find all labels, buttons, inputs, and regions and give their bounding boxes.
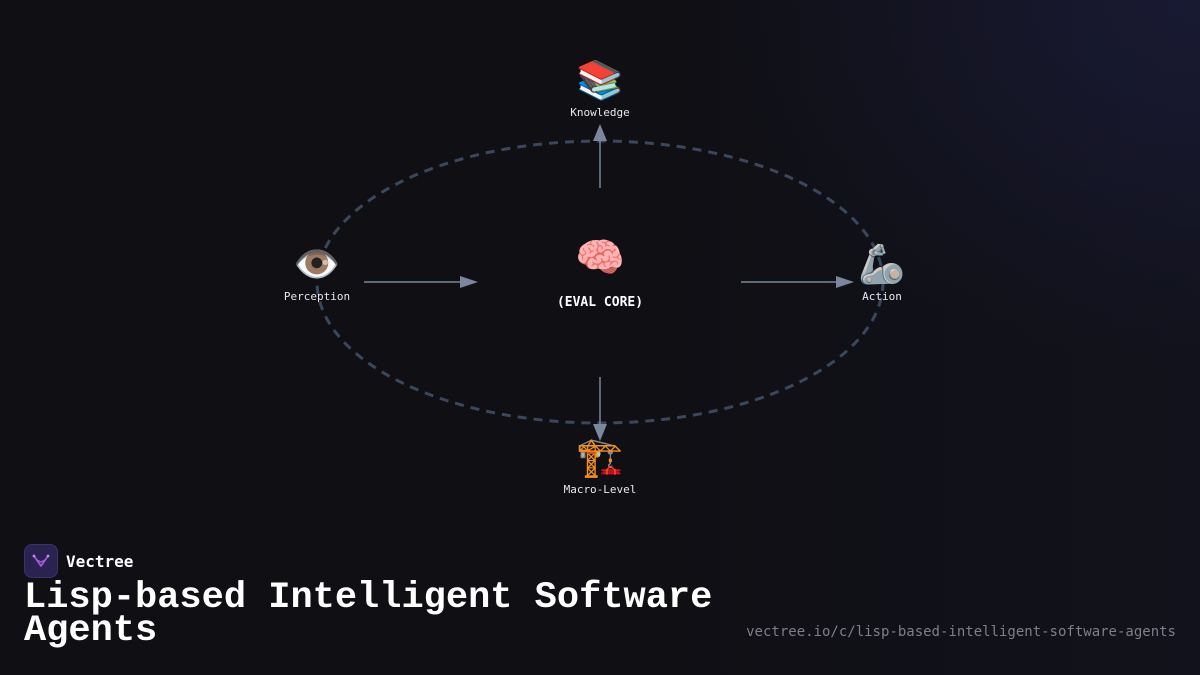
node-macro-level: 🏗️ Macro-Level xyxy=(564,435,637,496)
node-knowledge-label: Knowledge xyxy=(570,106,630,119)
node-perception: 👁️ Perception xyxy=(284,242,350,303)
brand[interactable]: Vectree xyxy=(24,544,133,578)
edge-core-to-action xyxy=(741,276,854,288)
mechanical-arm-icon: 🦾 xyxy=(858,242,906,286)
brain-icon: 🧠 xyxy=(575,235,625,281)
node-eval-core-label: (EVAL CORE) xyxy=(556,295,644,310)
node-knowledge: 📚 Knowledge xyxy=(570,58,630,119)
construction-crane-icon: 🏗️ xyxy=(576,435,624,479)
node-action-label: Action xyxy=(862,290,902,303)
edge-core-to-knowledge xyxy=(593,124,607,188)
page-url[interactable]: vectree.io/c/lisp-based-intelligent-soft… xyxy=(746,624,1176,640)
node-macro-level-label: Macro-Level xyxy=(563,483,637,496)
node-action: 🦾 Action xyxy=(858,242,905,303)
node-eval-core: 🧠 (EVAL CORE) xyxy=(557,235,643,310)
vectree-logo-icon xyxy=(24,544,58,578)
books-icon: 📚 xyxy=(576,58,624,102)
vectree-logo-mark xyxy=(32,554,50,567)
brand-name: Vectree xyxy=(66,551,134,571)
edge-core-to-macro xyxy=(593,377,607,441)
page-title: Lisp-based Intelligent Software Agents xyxy=(24,577,713,652)
edge-perception-to-core xyxy=(364,276,478,288)
node-perception-label: Perception xyxy=(283,290,351,303)
eye-icon: 👁️ xyxy=(293,242,341,286)
